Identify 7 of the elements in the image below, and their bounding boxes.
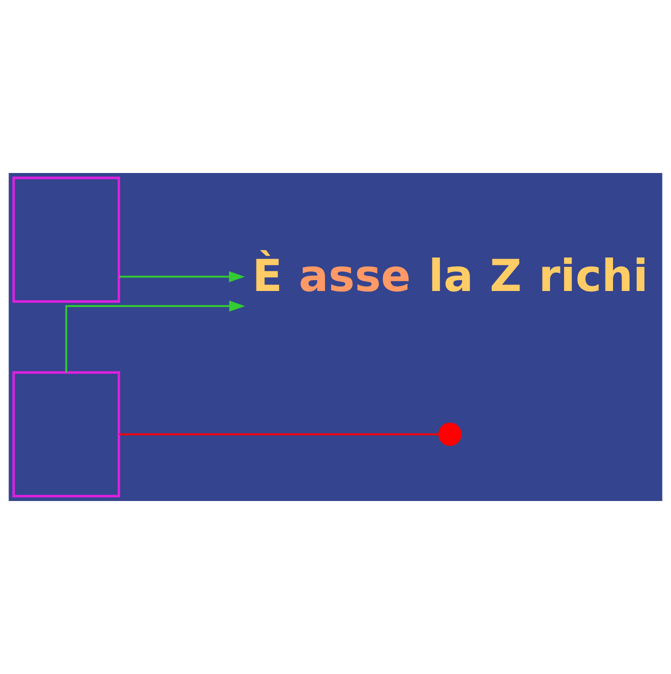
connector <box>119 433 439 436</box>
node-box <box>12 371 120 498</box>
arrow <box>65 300 246 372</box>
arrow <box>119 271 245 282</box>
node-box <box>12 176 120 303</box>
node-text: È asse la Z richi <box>252 250 648 302</box>
node-circle <box>438 422 462 446</box>
